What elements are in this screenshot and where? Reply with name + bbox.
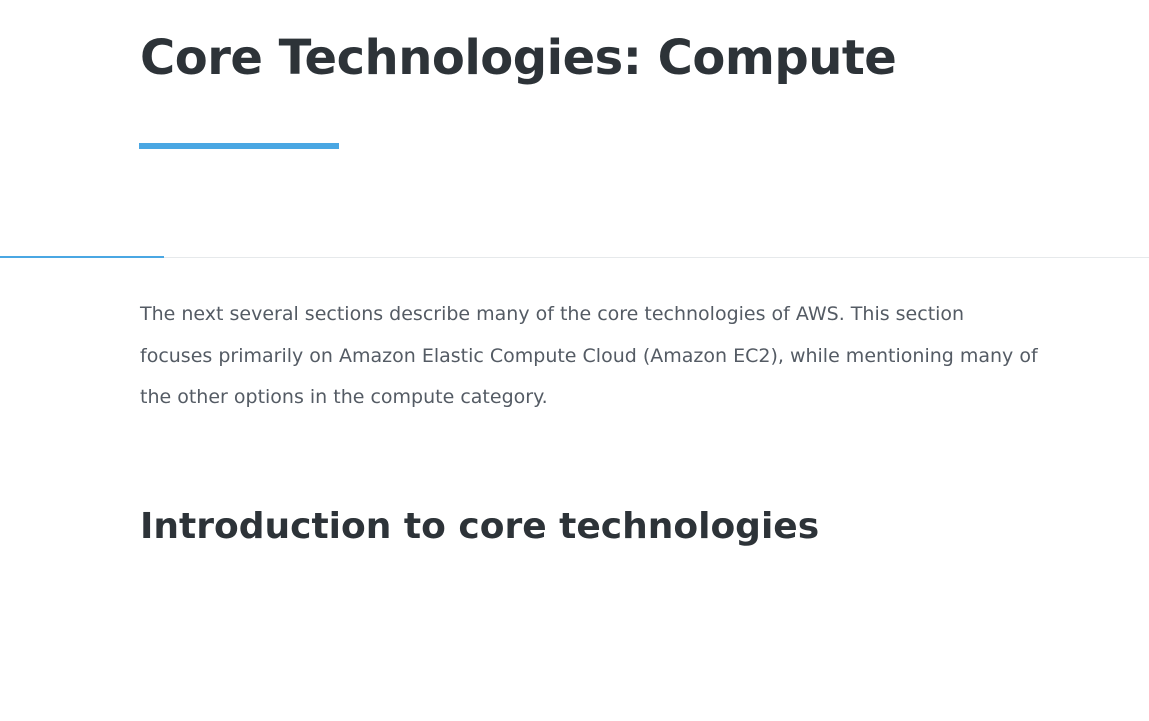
page-title: Core Technologies: Compute [140,30,897,86]
lesson-progress-fill [0,256,165,258]
title-accent-bar [139,143,339,149]
lesson-progress-bar [0,256,1149,258]
intro-paragraph: The next several sections describe many … [140,303,1038,408]
section-heading: Introduction to core technologies [140,506,820,547]
